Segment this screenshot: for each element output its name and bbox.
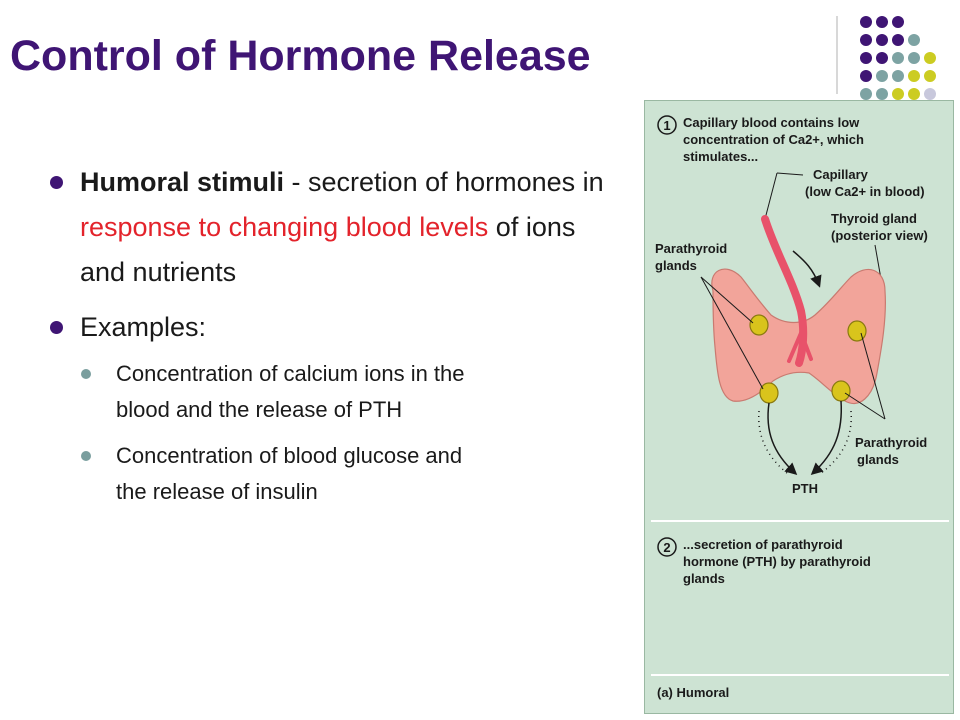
capillary-leader	[776, 172, 804, 176]
bullet-text: Examples:	[80, 312, 207, 342]
title-divider	[836, 16, 838, 94]
pth-dots-right	[820, 410, 852, 474]
right-parathyroid-leader-1	[860, 332, 886, 420]
dot-row-3	[860, 52, 936, 64]
parathyroid-left-line2: glands	[655, 258, 697, 273]
figure-caption: (a) Humoral	[657, 685, 729, 700]
decorative-dot-grid	[860, 16, 936, 100]
bullet-text-end: of ions and nutrients	[80, 212, 576, 287]
bullet-humoral: Humoral stimuli - secretion of hormones …	[44, 160, 624, 295]
capillary-label-line1: Capillary	[813, 167, 869, 182]
bullet-text: - secretion of hormones in	[284, 167, 604, 197]
sub-bullet-line: blood and the release of PTH	[116, 397, 403, 422]
step2-text-line1: ...secretion of parathyroid	[683, 537, 843, 552]
figure-svg: 1 Capillary blood contains low concentra…	[651, 115, 949, 700]
parathyroid-gland-lower-right	[831, 380, 851, 402]
thyroid-label-line2: (posterior view)	[831, 228, 928, 243]
right-parathyroid-leader-2	[844, 392, 886, 420]
dot-row-5	[860, 88, 936, 100]
bullet-dot	[50, 176, 63, 189]
step1-number: 1	[663, 118, 670, 133]
bullet-bold-term: Humoral stimuli	[80, 167, 285, 197]
sub-bullet-glucose: Concentration of blood glucose and the r…	[44, 438, 624, 510]
dot-row-2	[860, 34, 920, 46]
step1-text-line3: stimulates...	[683, 149, 758, 164]
bullet-examples: Examples:	[44, 305, 624, 350]
step2-text-line3: glands	[683, 571, 725, 586]
humoral-figure: 1 Capillary blood contains low concentra…	[644, 100, 954, 714]
step1-text-line2: concentration of Ca2+, which	[683, 132, 864, 147]
parathyroid-right-line2: glands	[857, 452, 899, 467]
parathyroid-gland-upper-right	[847, 320, 867, 342]
sub-bullet-line: the release of insulin	[116, 479, 318, 504]
capillary-vessel	[761, 215, 808, 367]
step2-text-line2: hormone (PTH) by parathyroid	[683, 554, 871, 569]
step2-badge	[657, 537, 677, 557]
slide-title: Control of Hormone Release	[10, 32, 591, 80]
parathyroid-gland-lower-left	[759, 382, 779, 404]
sub-bullet-dot	[81, 369, 91, 379]
step2-number: 2	[663, 540, 670, 555]
parathyroid-right-line1: Parathyroid	[855, 435, 927, 450]
pth-arrow-right	[810, 400, 843, 476]
pth-dots-left	[758, 410, 788, 474]
dot-row-1	[860, 16, 904, 28]
left-parathyroid-leader-2	[700, 276, 764, 390]
bullet-list: Humoral stimuli - secretion of hormones …	[44, 160, 624, 510]
sub-bullet-dot	[81, 451, 91, 461]
sub-bullet-line: Concentration of calcium ions in the	[116, 361, 465, 386]
pth-label: PTH	[792, 481, 818, 496]
pth-arrow-left	[767, 402, 798, 476]
capillary-label-line2: (low Ca2+ in blood)	[805, 184, 925, 199]
parathyroid-left-line1: Parathyroid	[655, 241, 727, 256]
left-parathyroid-leader-1	[700, 276, 754, 324]
sub-bullet-calcium: Concentration of calcium ions in the blo…	[44, 356, 624, 428]
blood-flow-arrow	[792, 250, 822, 288]
thyroid-leader	[874, 244, 882, 280]
step1-badge	[657, 115, 677, 135]
bullet-highlight: response to changing blood levels	[80, 212, 489, 242]
sub-bullet-line: Concentration of blood glucose and	[116, 443, 463, 468]
bullet-dot	[50, 321, 63, 334]
step1-text-line1: Capillary blood contains low	[683, 115, 860, 130]
dot-row-4	[860, 70, 936, 82]
parathyroid-gland-upper-left	[749, 314, 769, 336]
thyroid-label-line1: Thyroid gland	[831, 211, 917, 226]
